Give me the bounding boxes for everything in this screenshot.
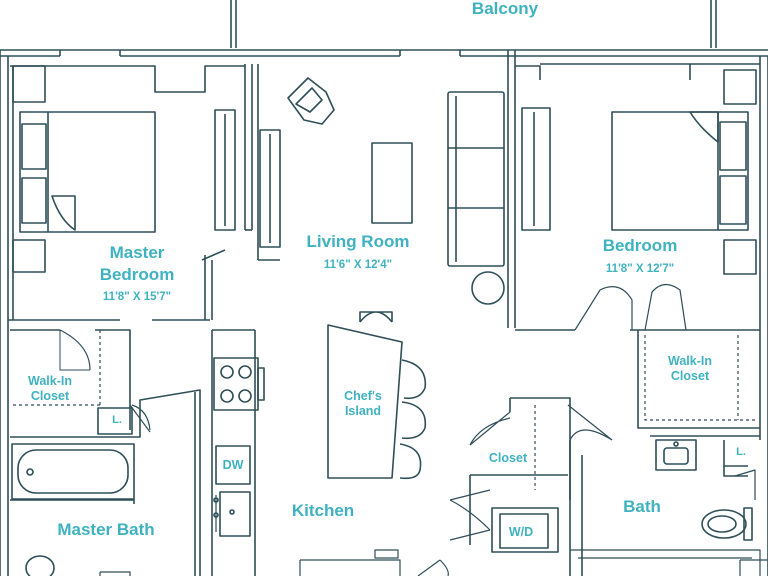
closet-label: Closet — [488, 451, 528, 465]
walkin-closet-right-label-line2: Closet — [670, 369, 710, 383]
master-bedroom-label-line1: Master — [109, 243, 165, 262]
master-bath-fixtures — [10, 443, 135, 576]
walkin-closet-left — [13, 330, 151, 435]
master-bedroom-label-line2: Bedroom — [99, 265, 175, 284]
right-bedroom — [515, 63, 760, 331]
living-room — [257, 64, 505, 305]
chefs-island-label-line1: Chef's — [344, 389, 382, 403]
bedroom-dimensions: 11'8" X 12'7" — [605, 263, 675, 275]
master-bed — [12, 65, 236, 273]
master-bedroom-walls — [8, 64, 253, 576]
exterior-walls — [0, 49, 768, 576]
chefs-island-label-line2: Island — [344, 404, 382, 418]
bath-label: Bath — [623, 497, 661, 516]
walkin-closet-right — [637, 330, 760, 429]
living-room-dimensions: 11'6" X 12'4" — [323, 259, 393, 271]
closet-bath — [417, 397, 613, 576]
dishwasher-label: DW — [222, 458, 244, 472]
linen-closet-right-label: L. — [736, 446, 746, 458]
walkin-closet-right-label-line1: Walk-In — [668, 354, 712, 368]
master-bedroom-dimensions: 11'8" X 15'7" — [102, 291, 172, 303]
washer-dryer-label: W/D — [508, 525, 534, 539]
master-bath-label: Master Bath — [57, 520, 155, 539]
living-room-label: Living Room — [306, 232, 410, 251]
kitchen — [211, 311, 427, 576]
walkin-closet-left-label-line1: Walk-In — [28, 374, 72, 388]
balcony-label: Balcony — [471, 0, 539, 18]
right-bath-fixtures — [570, 435, 768, 576]
kitchen-label: Kitchen — [291, 501, 355, 520]
bedroom-label: Bedroom — [602, 236, 678, 255]
walkin-closet-left-label-line2: Closet — [30, 389, 70, 403]
linen-closet-left-label: L. — [112, 414, 122, 426]
balcony-outline — [230, 0, 717, 48]
